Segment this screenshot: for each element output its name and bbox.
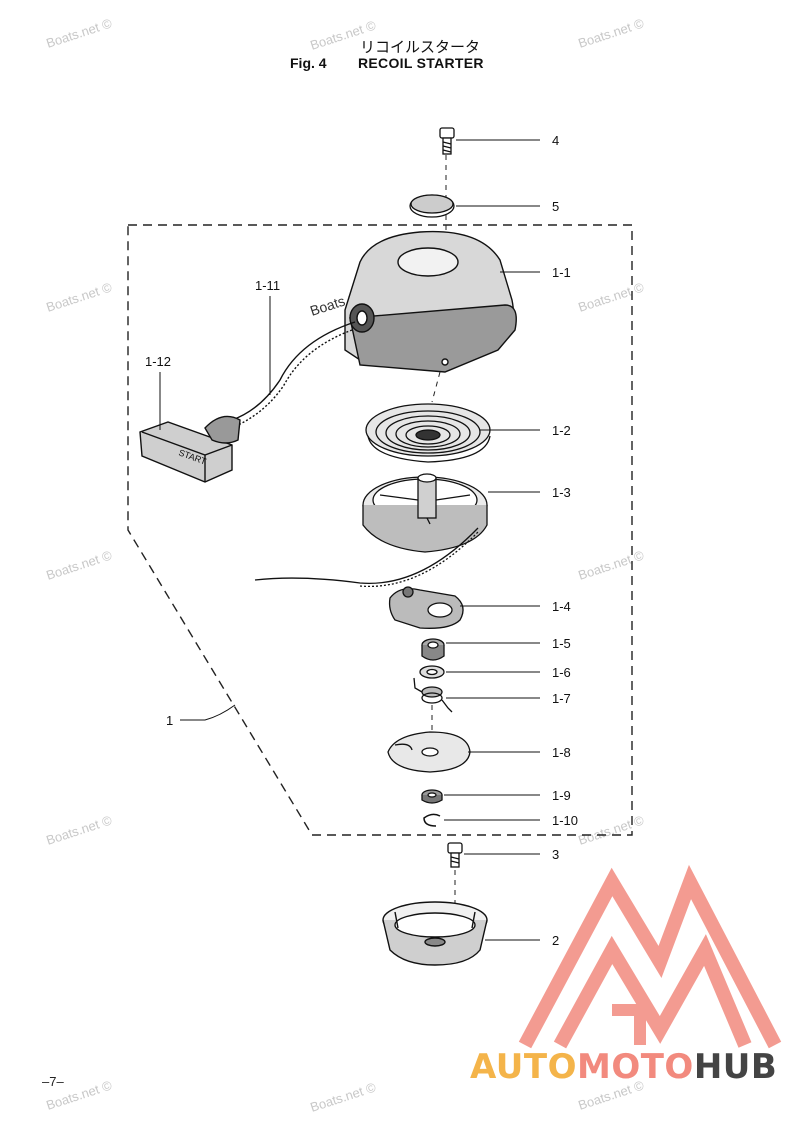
- watermark: Boats.net ©: [576, 15, 646, 50]
- part-circlip-1-10[interactable]: [423, 813, 441, 827]
- page-number: –7–: [42, 1074, 64, 1089]
- part-recoil-spring-1-2[interactable]: [365, 403, 491, 463]
- part-collar-1-9[interactable]: [421, 789, 443, 804]
- diagram-title: RECOIL STARTER: [358, 55, 484, 71]
- label-part-1-5[interactable]: 1-5: [552, 636, 571, 651]
- part-friction-plate-1-8[interactable]: [387, 731, 471, 773]
- part-ratchet-1-4[interactable]: [388, 586, 464, 629]
- label-part-1-12[interactable]: 1-12: [145, 354, 171, 369]
- watermark: Boats.net ©: [44, 279, 114, 314]
- part-labels: 4 5 1-1 1-2 1-3 1-4 1-5 1-6 1-7 1-8 1-9 …: [145, 133, 578, 948]
- watermark: Boats.net ©: [576, 547, 646, 582]
- part-spring-1-7[interactable]: [413, 677, 453, 713]
- assembly-boundary: [127, 224, 633, 836]
- label-part-2[interactable]: 2: [552, 933, 559, 948]
- label-part-1-9[interactable]: 1-9: [552, 788, 571, 803]
- part-starter-rope-1-11[interactable]: [231, 321, 356, 427]
- label-part-3[interactable]: 3: [552, 847, 559, 862]
- part-cap-5[interactable]: [409, 194, 455, 218]
- watermark: Boats.net ©: [44, 15, 114, 50]
- automotohub-brand: AUTOMOTOHUB: [470, 1047, 777, 1087]
- label-part-1-2[interactable]: 1-2: [552, 423, 571, 438]
- label-part-4[interactable]: 4: [552, 133, 559, 148]
- watermark: Boats.net ©: [308, 1079, 378, 1114]
- watermarks: Boats.net © Boats.net © Boats.net © Boat…: [44, 15, 646, 1114]
- part-starter-case-1-1[interactable]: [344, 230, 517, 373]
- diagram-title-japanese: リコイルスタータ: [359, 38, 480, 56]
- part-starter-handle-1-12[interactable]: START: [139, 415, 241, 483]
- brand-hub: HUB: [693, 1047, 778, 1087]
- label-part-1-8[interactable]: 1-8: [552, 745, 571, 760]
- part-rope-reel-1-3[interactable]: [362, 473, 488, 553]
- watermark: Boats.net ©: [44, 547, 114, 582]
- figure-number: Fig. 4: [290, 55, 327, 71]
- part-starter-pulley-2[interactable]: [382, 901, 488, 966]
- watermark: Boats.net ©: [576, 279, 646, 314]
- label-part-1-4[interactable]: 1-4: [552, 599, 571, 614]
- part-bolt-4[interactable]: [439, 127, 455, 155]
- label-part-1-6[interactable]: 1-6: [552, 665, 571, 680]
- label-part-1-11[interactable]: 1-11: [255, 278, 280, 293]
- part-bolt-3[interactable]: [447, 842, 463, 868]
- label-part-1-10[interactable]: 1-10: [552, 813, 578, 828]
- part-nut-1-5[interactable]: [421, 638, 445, 661]
- label-part-1-7[interactable]: 1-7: [552, 691, 571, 706]
- automotohub-logo-mark: [518, 864, 782, 1049]
- watermark: Boats.net ©: [576, 812, 646, 847]
- brand-moto: MOTO: [576, 1047, 694, 1087]
- watermark: Boats.net ©: [308, 17, 378, 52]
- leader-lines: [159, 139, 540, 941]
- label-part-1-1[interactable]: 1-1: [552, 265, 571, 280]
- part-washer-1-6[interactable]: [419, 665, 445, 679]
- label-part-1[interactable]: 1: [166, 713, 173, 728]
- rope-route: [254, 527, 479, 588]
- watermark: Boats.net ©: [44, 812, 114, 847]
- label-part-1-3[interactable]: 1-3: [552, 485, 571, 500]
- brand-auto: AUTO: [470, 1047, 577, 1087]
- label-part-5[interactable]: 5: [552, 199, 559, 214]
